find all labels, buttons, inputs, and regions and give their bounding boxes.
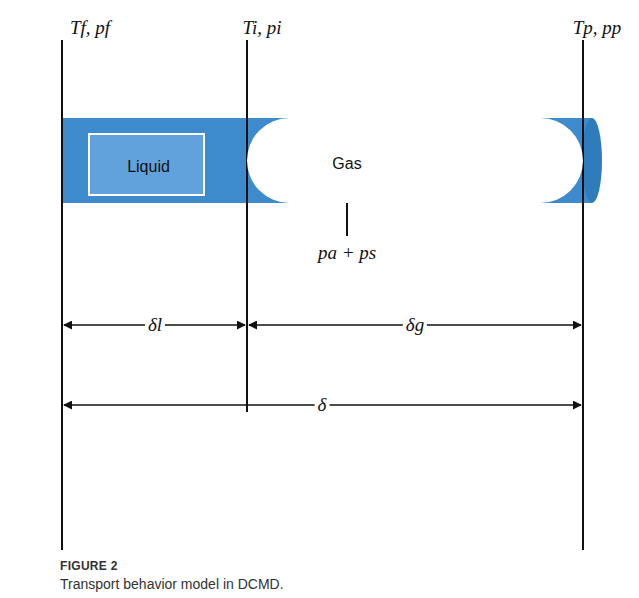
pressure-label: pa + ps — [315, 242, 379, 264]
liquid-box: Liquid — [88, 133, 205, 196]
boundary-label: Tf, pf — [67, 17, 113, 39]
node-label: Liquid — [127, 158, 170, 176]
dimension-label: δg — [403, 314, 427, 336]
node-label: Gas — [332, 155, 361, 173]
dimension-label: δl — [145, 314, 165, 336]
gas-outline — [247, 118, 583, 203]
boundary-line — [246, 40, 248, 412]
gas-region: Gas — [247, 118, 583, 203]
tube-end — [582, 118, 602, 203]
boundary-line — [61, 40, 63, 550]
gas-bubble — [247, 118, 583, 203]
boundary-label: Ti, pi — [239, 17, 284, 39]
dimension-label: δ — [315, 394, 330, 416]
figure-number: FIGURE 2 — [60, 559, 118, 573]
boundary-label: Tp, pp — [570, 17, 625, 39]
boundary-line — [582, 40, 584, 550]
pore-tube — [62, 118, 592, 203]
figure-caption: Transport behavior model in DCMD. — [60, 576, 284, 592]
